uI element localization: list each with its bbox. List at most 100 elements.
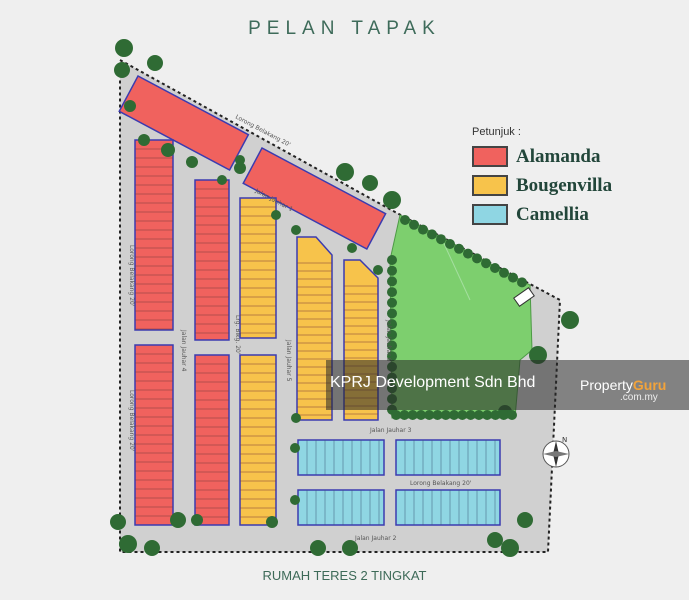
- legend-swatch-bougenvilla: [472, 175, 508, 196]
- road-label-jalan-jauhar-5: Jalan Jauhar 5: [285, 339, 292, 382]
- legend: Petunjuk : Alamanda Bougenvilla Camellia: [472, 126, 662, 229]
- tree-icon: [234, 162, 246, 174]
- tree-icon: [147, 55, 163, 71]
- tree-icon: [432, 410, 443, 420]
- tree-icon: [418, 224, 428, 235]
- tree-icon: [235, 155, 245, 165]
- tree-icon: [517, 512, 533, 528]
- tree-icon: [490, 263, 500, 273]
- tree-icon: [124, 100, 136, 112]
- page-title: PELAN TAPAK: [248, 18, 441, 39]
- tree-icon: [415, 410, 426, 420]
- tree-icon: [391, 410, 402, 420]
- tree-icon: [110, 514, 126, 530]
- camellia-block-row2-right: [395, 489, 501, 526]
- tree-icon: [400, 215, 410, 225]
- road-label-jalan-jauhar-4: Jalan Jauhar 4: [180, 329, 187, 372]
- watermark-developer: KPRJ Development Sdn Bhd: [330, 374, 536, 391]
- tree-icon: [501, 539, 519, 557]
- tree-icon: [387, 297, 397, 308]
- compass-letter: N: [562, 436, 567, 444]
- road-label-lorong-bottom: Lorong Belakang 20': [410, 480, 472, 487]
- tree-icon: [387, 308, 397, 319]
- tree-icon: [481, 258, 491, 269]
- compass-icon: N: [542, 436, 570, 468]
- tree-icon: [161, 143, 175, 157]
- legend-item-alamanda: Alamanda: [472, 142, 662, 171]
- legend-heading: Petunjuk :: [472, 126, 521, 138]
- tree-icon: [373, 265, 383, 275]
- tree-icon: [463, 248, 473, 259]
- tree-icon: [465, 410, 476, 420]
- tree-icon: [347, 243, 357, 253]
- tree-icon: [490, 410, 501, 420]
- watermark-brand-sub: .com.my: [620, 392, 658, 403]
- tree-icon: [191, 514, 203, 526]
- tree-icon: [387, 265, 397, 276]
- tree-icon: [427, 229, 437, 240]
- tree-icon: [170, 512, 186, 528]
- tree-icon: [508, 272, 518, 283]
- tree-icon: [473, 410, 484, 420]
- tree-icon: [409, 219, 419, 230]
- tree-icon: [424, 410, 435, 420]
- tree-icon: [482, 410, 493, 420]
- tree-icon: [387, 329, 397, 340]
- site-boundary: [119, 58, 562, 553]
- tree-icon: [529, 346, 547, 364]
- tree-icon: [115, 39, 133, 57]
- tree-icon: [436, 234, 446, 245]
- tree-icon: [387, 351, 397, 362]
- legend-swatch-camellia: [472, 204, 508, 225]
- bougenvilla-block-col1-lower: [239, 354, 277, 526]
- legend-label-camellia: Camellia: [516, 203, 589, 225]
- tree-icon: [342, 540, 358, 556]
- camellia-block-row1-right: [395, 439, 501, 476]
- tree-icon: [290, 495, 300, 505]
- tree-icon: [499, 267, 509, 278]
- tree-icon: [507, 410, 517, 420]
- tree-icon: [310, 540, 326, 556]
- road-label-lorong-left: Lorong Belakang 20': [128, 245, 135, 307]
- bougenvilla-block-col1-upper: [239, 197, 277, 339]
- alamanda-block-col1-upper: [134, 139, 174, 331]
- tree-icon: [217, 175, 227, 185]
- unit-dividers: [135, 148, 496, 525]
- legend-swatch-alamanda: [472, 146, 508, 167]
- tree-icon: [387, 255, 397, 265]
- tree-icon: [291, 225, 301, 235]
- tree-icon: [271, 210, 281, 220]
- road-label-jalan-jauhar-6: Jalan Jauhar 6: [385, 319, 392, 362]
- tree-icon: [399, 410, 410, 420]
- tree-icon: [445, 239, 455, 249]
- road-label-lorong-left-lower: Lorong Belakang 20': [128, 390, 135, 452]
- camellia-block-row1-left: [297, 439, 385, 476]
- road-label-lrg-blkg: Lrg. Blkg. 20': [234, 315, 241, 355]
- camellia-block-row2-left: [297, 489, 385, 526]
- tree-icon: [114, 62, 130, 78]
- tree-icon: [440, 410, 451, 420]
- legend-item-camellia: Camellia: [472, 200, 662, 229]
- watermark-band: [326, 360, 689, 410]
- alamanda-block-col2-upper: [194, 179, 230, 341]
- tree-icon: [362, 175, 378, 191]
- tree-icon: [454, 243, 464, 254]
- tree-icon: [383, 191, 401, 209]
- tree-icon: [387, 340, 397, 351]
- tree-icon: [517, 277, 527, 288]
- tree-icon: [291, 413, 301, 423]
- tree-icon: [266, 516, 278, 528]
- watermark-brand-a: Property: [580, 377, 633, 393]
- tree-icon: [561, 311, 579, 329]
- park-pavilion: [513, 287, 535, 307]
- tree-icon: [387, 276, 397, 287]
- legend-item-bougenvilla: Bougenvilla: [472, 171, 662, 200]
- tree-icon: [487, 532, 503, 548]
- road-label-jalan-jauhar-3: Jalan Jauhar 3: [369, 427, 412, 434]
- tree-icon: [186, 156, 198, 168]
- tree-icon: [472, 253, 482, 264]
- tree-icon: [387, 319, 397, 330]
- tree-icon: [387, 287, 397, 298]
- park-path: [439, 234, 471, 301]
